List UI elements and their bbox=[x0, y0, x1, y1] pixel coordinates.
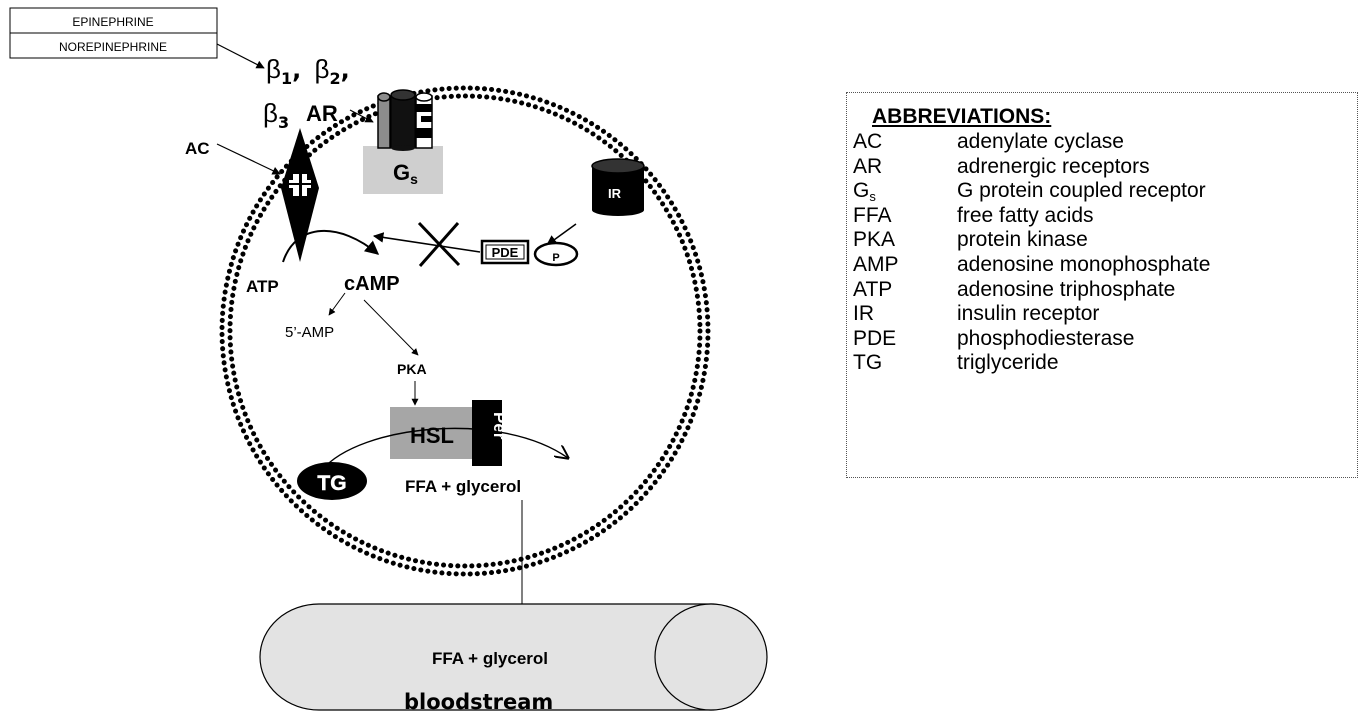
bloodstream-label: bloodstream bbox=[404, 690, 554, 714]
svg-text:β3: β3 bbox=[263, 98, 289, 132]
abbreviation-row: Gs G protein coupled receptor bbox=[853, 179, 1210, 204]
hormone-box: EPINEPHRINE NOREPINEPHRINE bbox=[9, 7, 218, 59]
abbreviation-definition: triglyceride bbox=[957, 351, 1059, 375]
pka-label: PKA bbox=[397, 361, 427, 377]
camp-label: cAMP bbox=[344, 273, 400, 295]
abbreviation-term: AC bbox=[853, 130, 883, 153]
abbreviation-definition: adrenergic receptors bbox=[957, 154, 1150, 178]
abbreviation-row: AR adrenergic receptors bbox=[853, 155, 1210, 180]
insulin-receptor-cylinder-icon: IR bbox=[591, 158, 645, 216]
p-label: P bbox=[552, 252, 559, 264]
ar-label: AR bbox=[306, 101, 338, 126]
abbreviation-row: TG triglyceride bbox=[853, 351, 1210, 376]
norepinephrine-label: NOREPINEPHRINE bbox=[59, 40, 167, 54]
abbreviation-row: PKA protein kinase bbox=[853, 228, 1210, 253]
blood-vessel: FFA + glycerol bbox=[259, 603, 768, 711]
abbreviation-term: AMP bbox=[853, 252, 899, 276]
hsl-label: HSL bbox=[410, 423, 454, 448]
tg-label: TG bbox=[317, 472, 346, 495]
gs-protein-box: Gs bbox=[363, 146, 443, 194]
abbreviation-definition: insulin receptor bbox=[957, 302, 1100, 326]
epinephrine-label: EPINEPHRINE bbox=[72, 15, 153, 29]
abbreviation-row: FFA free fatty acids bbox=[853, 204, 1210, 229]
abbreviation-row: AMP adenosine monophosphate bbox=[853, 253, 1210, 278]
ir-to-pde-arrow bbox=[546, 223, 577, 246]
svg-text:Gs: Gs bbox=[393, 160, 418, 187]
abbreviation-term: Gs bbox=[853, 179, 876, 205]
phosphate-p: P bbox=[533, 241, 579, 267]
abbreviation-definition: adenosine triphosphate bbox=[957, 277, 1176, 301]
x-cross-icon bbox=[417, 221, 461, 267]
abbreviation-definition: G protein coupled receptor bbox=[957, 179, 1206, 203]
ffa-glycerol-cell-label: FFA + glycerol bbox=[405, 477, 521, 496]
abbreviation-definition: protein kinase bbox=[957, 228, 1088, 252]
ar-arrow bbox=[349, 109, 374, 123]
perilipin-box: Per bbox=[472, 400, 509, 466]
abbreviations-title: ABBREVIATIONS: bbox=[872, 105, 1052, 128]
abbreviation-row: PDE phosphodiesterase bbox=[853, 327, 1210, 352]
camp-to-pka-arrow bbox=[363, 299, 419, 356]
cell-membrane-inner bbox=[227, 93, 703, 569]
beta-adrenergic-receptor-icon bbox=[377, 89, 433, 151]
abbreviation-row: IR insulin receptor bbox=[853, 302, 1210, 327]
abbreviation-term: TG bbox=[853, 351, 883, 375]
tg-oval: TG bbox=[297, 462, 367, 500]
tg-to-ffa-arrow bbox=[321, 427, 568, 471]
abbreviation-row: AC adenylate cyclase bbox=[853, 130, 1210, 155]
abbreviation-term: FFA bbox=[853, 203, 892, 227]
abbreviation-term: ATP bbox=[853, 277, 893, 301]
pde-to-camp-arrow bbox=[372, 232, 481, 253]
cell-membrane bbox=[219, 85, 711, 577]
per-label: Per bbox=[490, 412, 509, 440]
atp-label: ATP bbox=[246, 277, 279, 296]
hormone-to-receptor-arrow bbox=[216, 43, 265, 69]
abbreviation-term: PDE bbox=[853, 326, 897, 350]
svg-text:β1, β2,: β1, β2, bbox=[266, 54, 350, 88]
abbreviation-term: AR bbox=[853, 154, 883, 178]
abbreviation-definition: adenosine monophosphate bbox=[957, 252, 1211, 276]
adenylate-cyclase-diamond-icon bbox=[281, 128, 319, 262]
beta-receptor-labels: β1, β2, β3 AR bbox=[263, 54, 350, 132]
abbreviation-definition: adenylate cyclase bbox=[957, 130, 1124, 153]
5amp-label: 5’-AMP bbox=[285, 324, 334, 341]
atp-to-camp-arrow bbox=[282, 230, 380, 263]
abbreviation-row: ATP adenosine triphosphate bbox=[853, 278, 1210, 303]
ffa-glycerol-vessel-label: FFA + glycerol bbox=[432, 649, 548, 668]
abbreviation-definition: phosphodiesterase bbox=[957, 326, 1135, 350]
ac-label: AC bbox=[185, 139, 210, 158]
pde-label: PDE bbox=[492, 245, 519, 260]
ir-label: IR bbox=[608, 186, 622, 201]
abbreviation-term: IR bbox=[853, 302, 874, 326]
abbreviation-definition: free fatty acids bbox=[957, 203, 1094, 227]
pde-box: PDE bbox=[480, 239, 530, 265]
ac-arrow bbox=[216, 143, 281, 175]
camp-to-5amp-arrow bbox=[328, 292, 346, 316]
abbreviation-term: PKA bbox=[853, 228, 896, 252]
